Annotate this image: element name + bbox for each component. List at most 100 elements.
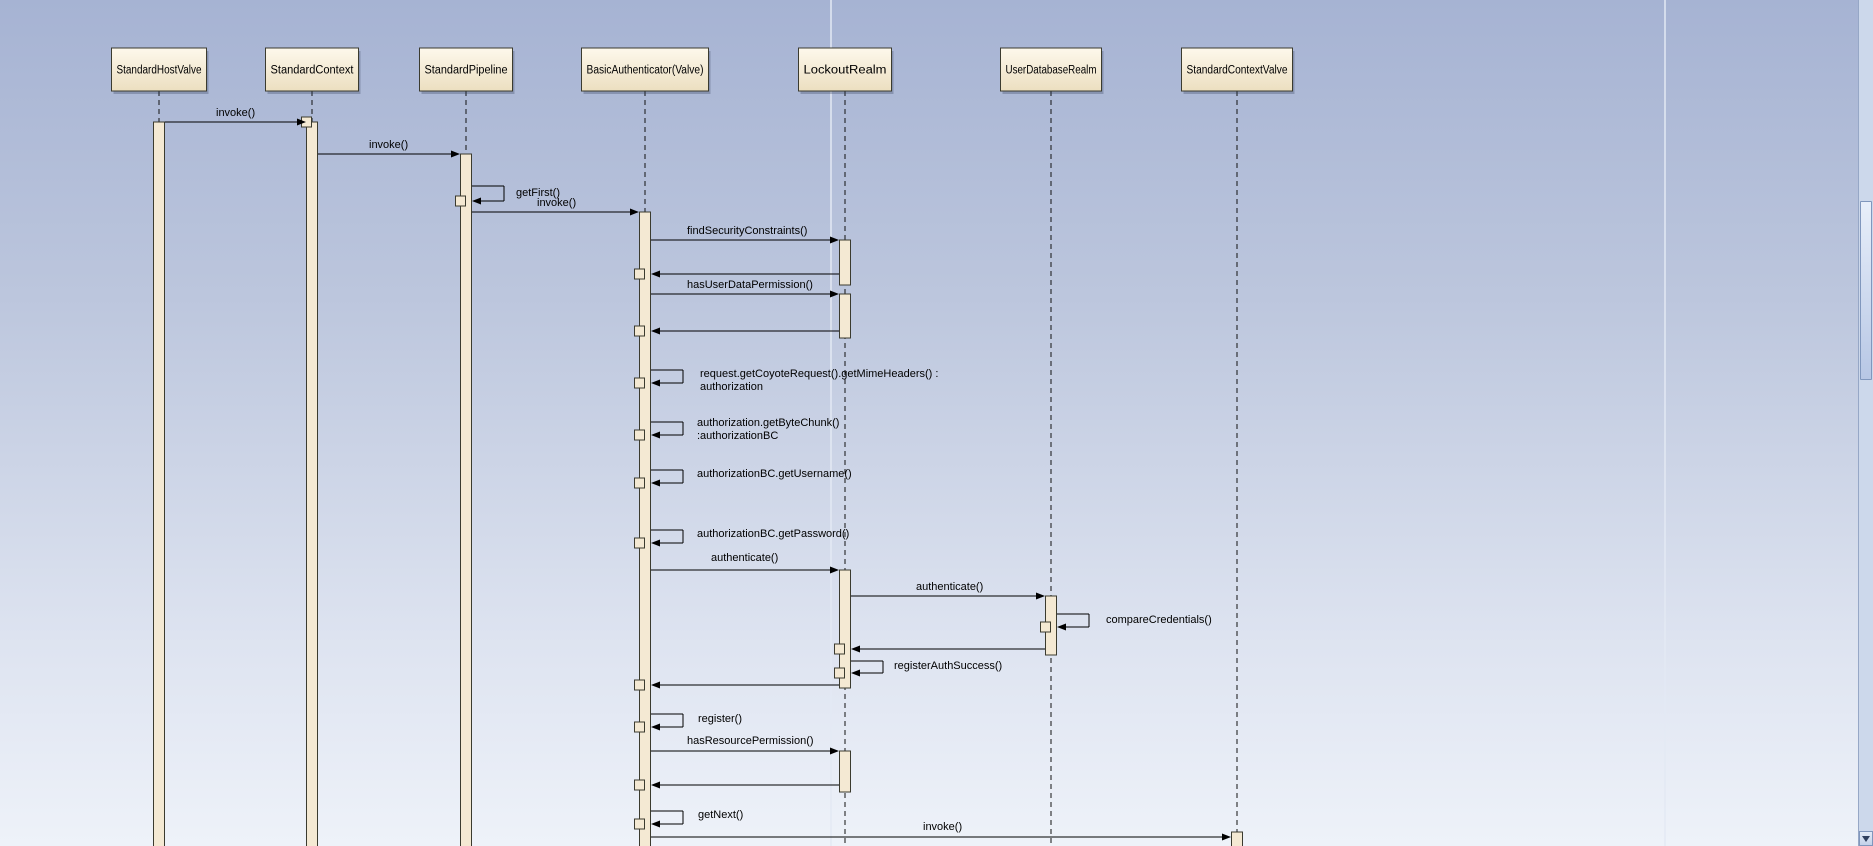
arrowhead-icon: [651, 270, 660, 278]
arrowhead-icon: [472, 197, 481, 205]
arrowhead-icon: [1036, 592, 1045, 600]
lifeline-standardcontext[interactable]: StandardContext: [265, 47, 361, 94]
message-getnext[interactable]: getNext(): [651, 809, 743, 828]
lifeline-box[interactable]: [1000, 47, 1102, 92]
activation-bar[interactable]: [839, 569, 851, 689]
nested-activation[interactable]: [634, 477, 645, 489]
message-authenticate[interactable]: authenticate(): [851, 581, 1045, 600]
lifeline-standardcontextvalve[interactable]: StandardContextValve: [1181, 47, 1295, 94]
lifeline-label: StandardContext: [271, 65, 355, 77]
message-getfirst[interactable]: getFirst(): [472, 185, 560, 205]
lifeline-box[interactable]: [111, 47, 207, 92]
message-comparecredentials[interactable]: compareCredentials(): [1057, 613, 1212, 631]
lifeline-box[interactable]: [581, 47, 709, 92]
lifeline-userdatabaserealm[interactable]: UserDatabaseRealm: [1000, 47, 1104, 94]
nested-activation[interactable]: [634, 679, 645, 691]
message-authorization-getbytechunk[interactable]: authorization.getByteChunk():authorizati…: [651, 417, 839, 442]
message-request-getcoyoterequest-getmimeheaders[interactable]: request.getCoyoteRequest().getMimeHeader…: [651, 368, 938, 393]
message-invoke[interactable]: invoke(): [165, 107, 306, 126]
nested-activation[interactable]: [634, 721, 645, 733]
message-return[interactable]: [651, 327, 839, 335]
activation-bar[interactable]: [1231, 831, 1243, 846]
nested-activation[interactable]: [834, 667, 845, 679]
lifeline-standardpipeline[interactable]: StandardPipeline: [419, 47, 515, 94]
nested-activation[interactable]: [634, 325, 645, 337]
scrollbar-thumb[interactable]: [1860, 201, 1872, 380]
message-label: authenticate(): [916, 581, 983, 593]
arrowhead-icon: [651, 539, 660, 547]
nested-activation[interactable]: [634, 429, 645, 441]
down-arrow-icon: [1862, 835, 1870, 842]
message-label: invoke(): [923, 821, 962, 833]
lifeline-label: StandardContextValve: [1187, 65, 1288, 77]
lifeline-standardhostvalve[interactable]: StandardHostValve: [111, 47, 209, 94]
message-return[interactable]: [651, 781, 839, 789]
message-register[interactable]: register(): [651, 713, 742, 731]
message-return[interactable]: [651, 270, 839, 278]
nested-activation[interactable]: [634, 377, 645, 389]
nested-activation[interactable]: [634, 268, 645, 280]
message-label: registerAuthSuccess(): [894, 660, 1002, 672]
activation-bar[interactable]: [153, 121, 165, 846]
arrowhead-icon: [651, 479, 660, 487]
arrowhead-icon: [630, 208, 639, 216]
lifeline-label: UserDatabaseRealm: [1006, 65, 1097, 77]
nested-activation[interactable]: [634, 537, 645, 549]
activation-bar[interactable]: [460, 153, 472, 846]
arrowhead-icon: [830, 566, 839, 574]
nested-activation[interactable]: [455, 195, 466, 207]
message-invoke[interactable]: invoke(): [651, 821, 1231, 841]
lifeline-label: LockoutRealm: [804, 65, 887, 77]
lifeline-label: StandardPipeline: [425, 65, 508, 77]
activation-bar[interactable]: [839, 293, 851, 339]
message-hasuserdatapermission[interactable]: hasUserDataPermission(): [651, 279, 839, 298]
nested-activation[interactable]: [634, 818, 645, 830]
message-registerauthsuccess[interactable]: registerAuthSuccess(): [851, 660, 1002, 677]
arrowhead-icon: [851, 645, 860, 653]
arrowhead-icon: [1057, 623, 1066, 631]
activation-bar[interactable]: [306, 121, 318, 846]
arrowhead-icon: [297, 118, 306, 126]
message-label: hasUserDataPermission(): [687, 279, 813, 291]
message-authenticate[interactable]: authenticate(): [651, 552, 839, 574]
nested-activation[interactable]: [834, 643, 845, 655]
nested-activation[interactable]: [1040, 621, 1051, 633]
message-authorizationbc-getusername[interactable]: authorizationBC.getUsername(): [651, 468, 852, 487]
lifeline-box[interactable]: [419, 47, 513, 92]
message-invoke[interactable]: invoke(): [318, 139, 460, 158]
message-label: getFirst(): [516, 187, 560, 199]
activation-bar[interactable]: [639, 211, 651, 846]
message-label: authorizationBC.getPassword(): [697, 528, 849, 540]
message-label: invoke(): [369, 139, 408, 151]
arrowhead-icon: [651, 820, 660, 828]
vertical-scrollbar[interactable]: [1858, 0, 1873, 846]
message-label: getNext(): [698, 809, 743, 821]
message-label: authenticate(): [711, 552, 778, 564]
message-findsecurityconstraints[interactable]: findSecurityConstraints(): [651, 225, 839, 244]
message-return[interactable]: [851, 645, 1045, 653]
arrowhead-icon: [651, 781, 660, 789]
scrollbar-down-button[interactable]: [1859, 831, 1873, 846]
message-invoke[interactable]: invoke(): [472, 197, 639, 216]
message-authorizationbc-getpassword[interactable]: authorizationBC.getPassword(): [651, 528, 849, 547]
arrowhead-icon: [451, 150, 460, 158]
message-return[interactable]: [651, 681, 839, 689]
nested-activation[interactable]: [634, 779, 645, 791]
lifeline-basicauthenticator-valve[interactable]: BasicAuthenticator(Valve): [581, 47, 711, 94]
lifeline-label: StandardHostValve: [117, 65, 202, 77]
message-label: hasResourcePermission(): [687, 735, 814, 747]
arrowhead-icon: [830, 236, 839, 244]
arrowhead-icon: [651, 431, 660, 439]
message-hasresourcepermission[interactable]: hasResourcePermission(): [651, 735, 839, 755]
lifeline-box[interactable]: [798, 47, 892, 92]
lifeline-lockoutrealm[interactable]: LockoutRealm: [798, 47, 894, 94]
arrowhead-icon: [651, 723, 660, 731]
lifeline-box[interactable]: [265, 47, 359, 92]
message-label: invoke(): [216, 107, 255, 119]
lifeline-box[interactable]: [1181, 47, 1293, 92]
activation-bar[interactable]: [839, 750, 851, 793]
activation-bar[interactable]: [839, 239, 851, 286]
message-label: request.getCoyoteRequest().getMimeHeader…: [700, 368, 938, 393]
arrowhead-icon: [851, 669, 860, 677]
